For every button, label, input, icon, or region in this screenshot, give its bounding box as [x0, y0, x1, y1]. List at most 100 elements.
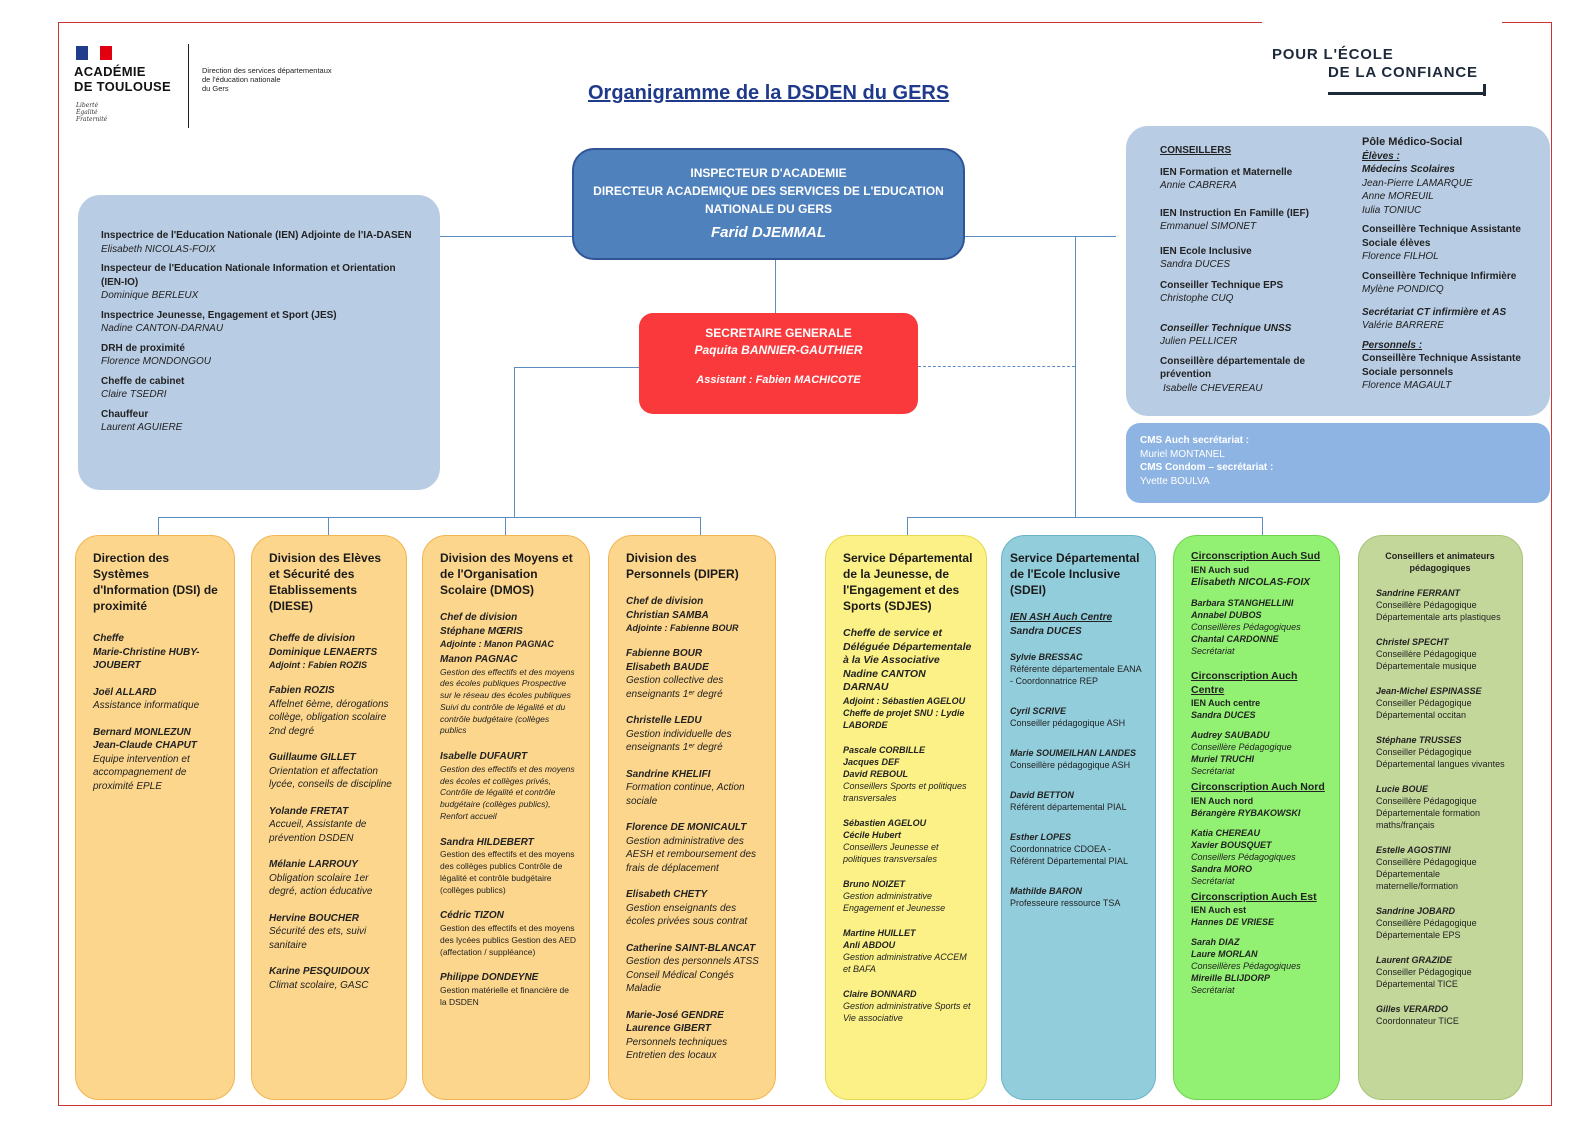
person-name: Laure MORLAN: [1191, 949, 1258, 959]
entry-name: Florence FILHOL: [1362, 251, 1439, 262]
entry-title: Conseillère Technique Assistante Sociale…: [1362, 353, 1521, 378]
person-name: Barbara STANGHELLINI: [1191, 598, 1294, 608]
ia-dasen-box: INSPECTEUR D'ACADEMIE DIRECTEUR ACADEMIQ…: [572, 148, 965, 260]
person-name: Catherine SAINT-BLANCAT: [626, 942, 756, 954]
person-name: Marie-José GENDRE: [626, 1009, 724, 1021]
subsection-heading: Personnels :: [1362, 339, 1423, 351]
person-name: Yolande FRETAT: [269, 805, 349, 817]
person-name: Cécile Hubert: [843, 829, 902, 840]
person-name: Audrey SAUBADU: [1191, 730, 1270, 740]
person-name: Sandrine FERRANT: [1376, 588, 1461, 598]
person-name: Sandra MORO: [1191, 863, 1253, 874]
confiance-underline: [1328, 92, 1486, 95]
column-title: Service Départemental de l'Ecole Inclusi…: [1010, 551, 1140, 597]
sdjes-column: Service Départemental de la Jeunesse, de…: [825, 535, 987, 1100]
person-name: Philippe DONDEYNE: [440, 972, 539, 984]
person-name: Elisabeth CHETY: [626, 889, 708, 900]
person-role: Gestion collective des enseignants 1ᵉʳ d…: [626, 675, 724, 700]
person-name: Jacques DEF: [843, 756, 900, 767]
cms-title: CMS Condom – secrétariat :: [1140, 462, 1274, 473]
person-name: Nadine CANTON DARNAU: [843, 667, 926, 694]
circ-ien: IEN Auch nord: [1191, 795, 1254, 806]
person-name: Gilles VERARDO: [1376, 1004, 1449, 1014]
connector-line: [158, 517, 700, 518]
person-role: Conseillères Pédagogiques: [1191, 622, 1301, 632]
person-name: Christelle LEDU: [626, 715, 702, 726]
person-name: Pascale CORBILLE: [843, 744, 926, 755]
cms-name: Yvette BOULVA: [1140, 475, 1210, 487]
person-role: Conseillère pédagogique ASH: [1010, 760, 1131, 770]
section-heading: Pôle Médico-Social: [1362, 136, 1463, 148]
person-role: Gestion matérielle et financière de la D…: [440, 984, 569, 1007]
connector-line: [328, 517, 329, 535]
diper-column: Division des Personnels (DIPER) Chef de …: [608, 535, 776, 1100]
person-role: Conseillers Pédagogiques: [1191, 851, 1296, 862]
academie-logo: ACADÉMIE DE TOULOUSE Liberté Égalité Fra…: [74, 44, 354, 130]
person-role: Equipe intervention et accompagnement de…: [93, 753, 190, 792]
person-role: Coordonnatrice CDOEA - Référent Départem…: [1010, 844, 1129, 866]
person-role: Référente départementale EANA - Coordonn…: [1010, 664, 1142, 686]
person-role: Climat scolaire, GASC: [269, 979, 369, 991]
connector-line: [965, 236, 1116, 237]
person-role: Conseillers Jeunesse et politiques trans…: [843, 841, 939, 864]
circ-title: Circonscription Auch Centre: [1191, 670, 1298, 696]
pole-medico-social-column: Pôle Médico-Social Élèves : Médecins Sco…: [1362, 136, 1542, 393]
person-name: Stéphane MŒRIS: [440, 625, 523, 637]
entry-title: DRH de proximité: [101, 342, 185, 354]
direction-label: Direction des services départementaux de…: [202, 66, 332, 93]
person-role: Secrétariat: [1191, 766, 1235, 776]
dsi-column: Direction des Systèmes d'Information (DS…: [75, 535, 235, 1100]
column-title: Division des Moyens et de l'Organisation…: [440, 551, 573, 597]
column-title: Direction des Systèmes d'Information (DS…: [93, 551, 218, 613]
circ-ien: IEN Auch sud: [1191, 564, 1250, 575]
person-role: Chef de division: [626, 596, 704, 607]
person-name: Dominique LENAERTS: [269, 646, 378, 658]
sg-assistant: Assistant : Fabien MACHICOTE: [696, 374, 861, 386]
person-name: Marie SOUMEILHAN LANDES: [1010, 748, 1137, 758]
person-name: Manon PAGNAC: [440, 654, 518, 665]
person-name: Marie-Christine HUBY-JOUBERT: [93, 646, 200, 672]
entry-title: Inspecteur de l'Education Nationale Info…: [101, 263, 396, 288]
academie-name: ACADÉMIE DE TOULOUSE: [74, 64, 171, 94]
person-role: Conseillères Pédagogiques: [1191, 961, 1301, 971]
entry-name: Laurent AGUIERE: [101, 422, 183, 433]
entry-title: Inspectrice de l'Education Nationale (IE…: [101, 230, 412, 241]
dashed-connector: [918, 366, 1075, 367]
person-role: Coordonnateur TICE: [1376, 1016, 1459, 1026]
ia-title-1: INSPECTEUR D'ACADEMIE: [690, 166, 847, 180]
frame-gap: [1262, 15, 1502, 29]
person-name: Guillaume GILLET: [269, 752, 356, 763]
person-name: Isabelle DUFAURT: [440, 751, 528, 763]
entry-name: Nadine CANTON-DARNAU: [101, 323, 224, 334]
person-role: Référent départemental PIAL: [1010, 802, 1127, 812]
person-role: Secrétariat: [1191, 875, 1235, 886]
entry-title: Inspectrice Jeunesse, Engagement et Spor…: [101, 309, 337, 321]
column-title: Conseillers et animateurs pédagogiques: [1385, 551, 1495, 573]
person-name: Hannes DE VRIESE: [1191, 917, 1275, 927]
logo-separator: [188, 44, 189, 128]
person-role: Conseiller Pédagogique Départemental lan…: [1376, 747, 1505, 769]
entry-title: Conseillère départementale de prévention: [1160, 355, 1306, 381]
person-role: Gestion des effectifs et des moyens des …: [440, 922, 577, 957]
person-name: Cyril SCRIVE: [1010, 706, 1067, 716]
snu-lead: Cheffe de projet SNU : Lydie LABORDE: [843, 707, 965, 730]
person-name: Martine HUILLET: [843, 927, 916, 938]
person-name: Mireille BLIJDORP: [1191, 973, 1271, 983]
person-role: Conseillère Pédagogique Départementale E…: [1376, 918, 1477, 940]
person-role: Orientation et affectation lycée, consei…: [269, 765, 392, 791]
page-title: Organigramme de la DSDEN du GERS: [588, 82, 950, 104]
person-name: Jean-Michel ESPINASSE: [1376, 686, 1482, 696]
person-name: Chantal CARDONNE: [1191, 634, 1279, 644]
entry-name: Christophe CUQ: [1160, 293, 1234, 304]
column-title: Service Départemental de la Jeunesse, de…: [843, 551, 973, 613]
person-name: Joël ALLARD: [93, 686, 157, 698]
person-role: Conseiller pédagogique ASH: [1010, 718, 1126, 728]
person-role: Obligation scolaire 1er degré, action éd…: [269, 872, 373, 898]
ecole-confiance-logo: POUR L'ÉCOLE DE LA CONFIANCE: [1272, 46, 1492, 104]
ia-name: Farid DJEMMAL: [710, 224, 826, 241]
person-role: Conseiller Pédagogique Départemental occ…: [1376, 698, 1472, 720]
entry-name: Valérie BARRERE: [1362, 320, 1444, 331]
section-heading: CONSEILLERS: [1160, 145, 1232, 156]
person-name: Claire BONNARD: [843, 988, 917, 999]
person-role: Conseillère Pédagogique Départementale m…: [1376, 857, 1477, 891]
